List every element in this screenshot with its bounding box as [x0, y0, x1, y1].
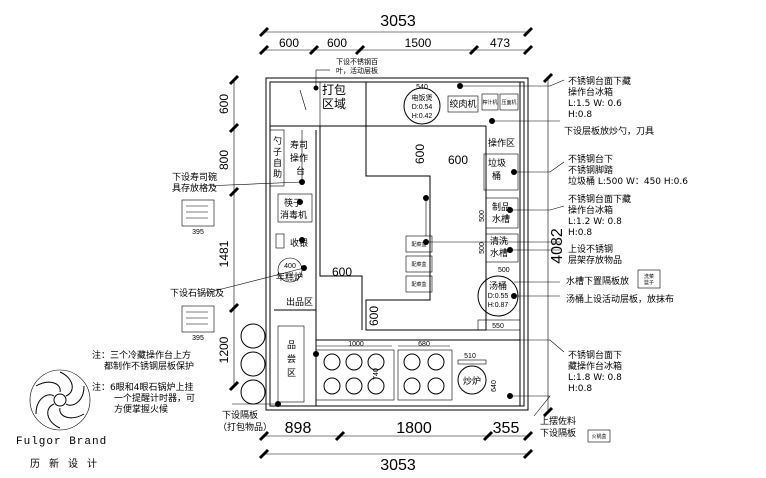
- sushi-bowl-shelf-box: [181, 199, 215, 227]
- bottom-dim-2: 1800: [396, 420, 432, 437]
- left-counter: 勺子自助 寿司操作台 筷子消毒机 收银 400 年糕炉 出品区 品尝区: [240, 129, 317, 406]
- soup-d: D:0.55: [488, 293, 509, 300]
- meat-grinder-box: [447, 95, 479, 113]
- rice-cooker-width: 540: [416, 84, 428, 91]
- right-note-2: 下设层板放炒勺，刀具: [564, 125, 654, 137]
- bottom-counter: 1000 680 510 740 640 炒炉: [275, 339, 520, 407]
- meat-grinder-label: 绞肉机: [449, 98, 476, 110]
- fire-box-label: 火锅盒: [591, 433, 606, 440]
- pack-area-label: 打包区域: [322, 83, 346, 111]
- left-dimension-chain: 600 800 1481 1200: [217, 74, 240, 392]
- spoon-self-label: 勺子自助: [273, 135, 282, 180]
- top-dimension-chain: 3053 600 600 1500 473: [258, 13, 534, 56]
- cashier-label: 收银: [290, 237, 308, 249]
- noodle-label: 压面机: [501, 99, 516, 106]
- shelf-680: 680: [418, 341, 430, 348]
- bottom-dim-1: 898: [285, 420, 312, 437]
- inner-dim-a: 600: [413, 144, 427, 164]
- bottom-dim-3: 355: [493, 420, 520, 437]
- soup-h: H:0.87: [488, 302, 509, 309]
- rice-cooker-icon: [403, 87, 441, 125]
- left-note-1: 下设寿司碗具存放格及: [172, 171, 217, 194]
- right-note-7: 汤桶上设活动层板，放抹布: [566, 293, 674, 305]
- left-note-5: 下设隔板（打包物品）: [218, 409, 272, 433]
- left-dim-3: 1481: [217, 240, 231, 267]
- top-note: 下设不锈钢百叶，活动层板: [336, 57, 378, 75]
- inner-dim-d: 600: [367, 306, 381, 326]
- left-dim-1: 600: [217, 94, 231, 114]
- stir-fry-label: 炒炉: [463, 375, 481, 387]
- right-counter: 垃圾桶 制品水槽 500 清洗水槽 500 500 汤桶 D:0.55 H:0.…: [477, 153, 521, 331]
- center-island: 600 600 600 600 配菜盒 配菜盒 配菜盒: [319, 126, 486, 331]
- top-dim-1: 600: [279, 36, 299, 50]
- right-note-3: 不锈钢台下不锈钢脚踏垃圾桶 L:500 W：450 H:0.6: [568, 153, 688, 187]
- sauce-box-1: 配菜盒: [411, 241, 426, 248]
- right-total-dim: 4082: [549, 228, 566, 264]
- inner-dim-c: 600: [332, 265, 352, 279]
- left-notes: 下设寿司碗具存放格及 395 下设石锅碗及 395 注：三个冷藏操作台上方都制作…: [92, 171, 272, 433]
- brand-name-zh: 历新设计: [30, 459, 106, 470]
- bottom-dimension-chain: 898 1800 355 3053: [258, 420, 534, 474]
- pickup-area-label: 出品区: [286, 296, 313, 308]
- operation-area-label: 操作区: [488, 137, 515, 149]
- brand-logo-icon: [29, 369, 91, 431]
- top-dim-3: 1500: [405, 36, 432, 50]
- right-note-9: 上摆佐料下设隔板: [540, 415, 576, 439]
- sink-500-c: 500: [498, 267, 510, 274]
- oven-width: 400: [284, 263, 296, 270]
- box-395-a: 395: [192, 229, 204, 236]
- left-note-2: 下设石锅碗及: [170, 287, 224, 299]
- soup-bucket-label: 汤桶: [489, 280, 507, 292]
- left-dim-2: 800: [217, 150, 231, 170]
- shelf-640: 640: [491, 380, 498, 392]
- juicer-label: 榨汁机: [482, 99, 497, 106]
- left-dim-4: 1200: [217, 336, 231, 363]
- top-counter: 打包区域 下设不锈钢百叶，活动层板 540 电饭煲 D:0.54 H:0.42 …: [270, 57, 521, 406]
- rice-cooker-h: H:0.42: [412, 113, 433, 120]
- rice-cooker-d: D:0.54: [412, 104, 433, 111]
- sink-500-a: 500: [479, 210, 486, 222]
- leader-lines: [203, 79, 565, 417]
- inner-dim-b: 600: [448, 153, 468, 167]
- stir-fry-icon: [457, 365, 487, 395]
- sauce-box-3: 配菜盒: [411, 281, 426, 288]
- wash-sink-label: 清洗水槽: [490, 235, 508, 259]
- stone-pot-shelf-box: [181, 305, 215, 333]
- wash-basket-label: 洗菜篮子: [644, 273, 654, 286]
- soup-width: 550: [492, 323, 504, 330]
- top-total-dim: 3053: [380, 13, 416, 30]
- rice-cooker-label: 电饭煲: [412, 93, 433, 102]
- trash-bin-label: 垃圾桶: [488, 157, 506, 182]
- shelf-1000: 1000: [348, 341, 364, 348]
- shelf-740: 740: [373, 368, 380, 380]
- right-note-6: 水槽下置隔板放: [566, 275, 629, 287]
- right-dimension: 4082: [542, 72, 566, 418]
- bottom-total-dim: 3053: [380, 457, 416, 474]
- right-note-5: 上设不锈钢层架存放物品: [568, 243, 622, 266]
- sauce-box-2: 配菜盒: [411, 261, 426, 268]
- chopstick-sterilizer-label: 筷子消毒机: [280, 197, 307, 221]
- top-dim-4: 473: [490, 36, 510, 50]
- sink-500-b: 500: [479, 242, 486, 254]
- box-395-b: 395: [192, 335, 204, 342]
- noodle-box: [499, 93, 519, 111]
- brand-name-en: Fulgor Brand: [16, 436, 108, 448]
- juicer-box: [481, 93, 499, 111]
- rice-cake-oven-label: 年糕炉: [276, 271, 303, 283]
- left-note-4: 注：6眼和4眼石锅炉上挂一个提醒计时器，可方便掌握火候: [92, 381, 195, 415]
- top-dim-2: 600: [327, 36, 347, 50]
- tasting-area-label: 品尝区: [287, 340, 296, 379]
- product-sink-label: 制品水槽: [492, 201, 510, 225]
- shelf-510: 510: [464, 353, 476, 360]
- left-note-3: 注：三个冷藏操作台上方都制作不锈钢层板保护: [92, 349, 194, 372]
- sushi-station-label: 寿司操作台: [290, 139, 308, 177]
